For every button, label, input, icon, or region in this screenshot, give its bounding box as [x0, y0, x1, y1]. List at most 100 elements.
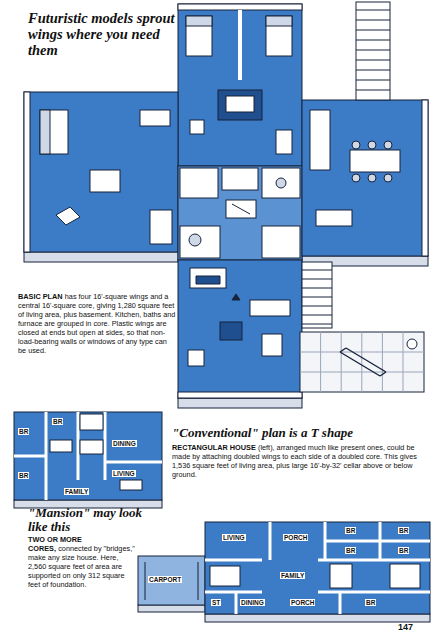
basic-plan-drawing — [188, 350, 204, 366]
caption-paragraph: TWO OR MORE CORES,connected by "bridges,… — [28, 535, 138, 589]
rectangular-house-drawing — [77, 412, 80, 480]
room-label: DINING — [240, 599, 265, 606]
basic-plan-drawing — [178, 4, 302, 166]
basic-plan-drawing — [222, 168, 258, 190]
basic-plan-drawing — [140, 110, 170, 126]
basic-plan-drawing — [178, 398, 302, 408]
basic-plan-drawing — [24, 252, 178, 262]
basic-plan-drawing — [302, 270, 332, 271]
basic-plan-drawing — [180, 168, 218, 198]
room-label: LIVING — [112, 470, 136, 477]
basic-plan-drawing — [302, 270, 332, 324]
page-number: 147 — [398, 622, 413, 632]
basic-plan-drawing — [90, 170, 120, 192]
room-label: PORCH — [290, 599, 315, 606]
mansion-drawing — [330, 564, 352, 588]
basic-plan-drawing — [218, 90, 262, 120]
basic-plan-drawing — [186, 16, 212, 26]
room-label: FAMILY — [64, 488, 89, 495]
basic-plan-drawing — [226, 96, 254, 112]
basic-plan-drawing — [356, 40, 390, 41]
room-label: BR — [365, 599, 376, 606]
room-label: BR — [345, 527, 356, 534]
mansion-drawing — [325, 540, 430, 543]
rectangular-house-drawing — [14, 455, 46, 458]
room-label: BR — [398, 527, 409, 534]
basic-plan-drawing — [178, 392, 302, 398]
basic-plan-drawing — [302, 100, 428, 256]
basic-plan-drawing — [302, 279, 332, 280]
basic-plan-drawing — [384, 141, 392, 149]
lead-words: RECTANGULAR HOUSE — [172, 443, 256, 452]
basic-plan-drawing — [178, 260, 302, 398]
room-label: FAMILY — [280, 572, 305, 579]
basic-plan-drawing — [262, 334, 282, 356]
basic-plan-drawing — [266, 16, 292, 26]
basic-plan-drawing — [196, 276, 220, 284]
rectangular-house-drawing — [120, 480, 142, 490]
basic-plan-drawing — [180, 226, 220, 258]
basic-plan-drawing — [226, 200, 256, 218]
rectangular-house-drawing — [50, 440, 72, 452]
basic-plan-drawing — [302, 297, 332, 298]
basic-plan-drawing — [302, 306, 332, 307]
basic-plan-drawing — [24, 2, 428, 408]
basic-plan-drawing — [403, 332, 404, 392]
basic-plan-drawing — [178, 4, 302, 10]
mansion-drawing — [138, 522, 430, 622]
mansion-drawing — [205, 559, 262, 562]
basic-plan-drawing — [356, 20, 390, 21]
room-label: BR — [52, 418, 63, 425]
basic-plan-drawing — [276, 130, 292, 154]
lead-words: BASIC PLAN — [18, 292, 63, 301]
section-heading: "Conventional" plan is a T shape — [172, 426, 422, 440]
basic-plan-drawing — [340, 348, 386, 376]
basic-plan-drawing — [238, 10, 242, 80]
basic-plan-drawing — [356, 50, 390, 51]
mansion-drawing — [318, 591, 430, 594]
caption-paragraph: BASIC PLANhas four 16'-square wings and … — [18, 292, 176, 355]
basic-plan-drawing — [302, 262, 332, 328]
basic-plan-drawing — [356, 2, 390, 100]
basic-plan-drawing — [24, 92, 178, 252]
mansion-drawing — [205, 522, 430, 614]
mansion-drawing — [145, 562, 146, 600]
room-label: BR — [18, 472, 29, 479]
basic-plan-drawing — [356, 80, 390, 81]
mansion-drawing — [318, 559, 430, 562]
section-heading: "Mansion" may look like this — [28, 506, 146, 534]
basic-plan-drawing — [56, 207, 80, 225]
basic-plan-drawing — [190, 268, 226, 288]
basic-plan-drawing — [220, 322, 242, 340]
basic-plan-drawing — [407, 339, 417, 349]
basic-plan-drawing — [356, 10, 390, 90]
room-label: BR — [18, 428, 29, 435]
basic-plan-drawing — [24, 92, 30, 252]
room-label: PORCH — [283, 534, 308, 541]
basic-plan-drawing — [300, 332, 424, 392]
mansion-drawing — [205, 614, 430, 622]
basic-plan-drawing — [262, 168, 300, 198]
rectangular-house-drawing — [80, 414, 103, 430]
mansion-drawing — [390, 564, 420, 588]
basic-plan-drawing — [250, 300, 290, 316]
basic-plan-drawing — [150, 210, 172, 244]
basic-plan-drawing — [266, 16, 292, 56]
rectangular-house-drawing — [14, 412, 162, 508]
basic-plan-drawing — [310, 110, 330, 170]
caption-text: has four 16'-square wings and a central … — [18, 292, 175, 355]
mansion-drawing — [210, 566, 240, 586]
basic-plan-drawing — [186, 16, 212, 56]
basic-plan-drawing — [300, 352, 424, 353]
room-label: BR — [398, 547, 409, 554]
basic-plan-drawing — [356, 30, 390, 31]
mansion-drawing — [138, 605, 205, 612]
mansion-drawing — [269, 522, 272, 560]
basic-plan-drawing — [368, 174, 376, 182]
mansion-drawing — [205, 522, 430, 614]
basic-plan-drawing — [384, 174, 392, 182]
rectangular-house-drawing — [14, 412, 162, 500]
basic-plan-drawing — [356, 60, 390, 61]
basic-plan-drawing — [302, 324, 332, 325]
room-label: CARPORT — [148, 576, 182, 583]
